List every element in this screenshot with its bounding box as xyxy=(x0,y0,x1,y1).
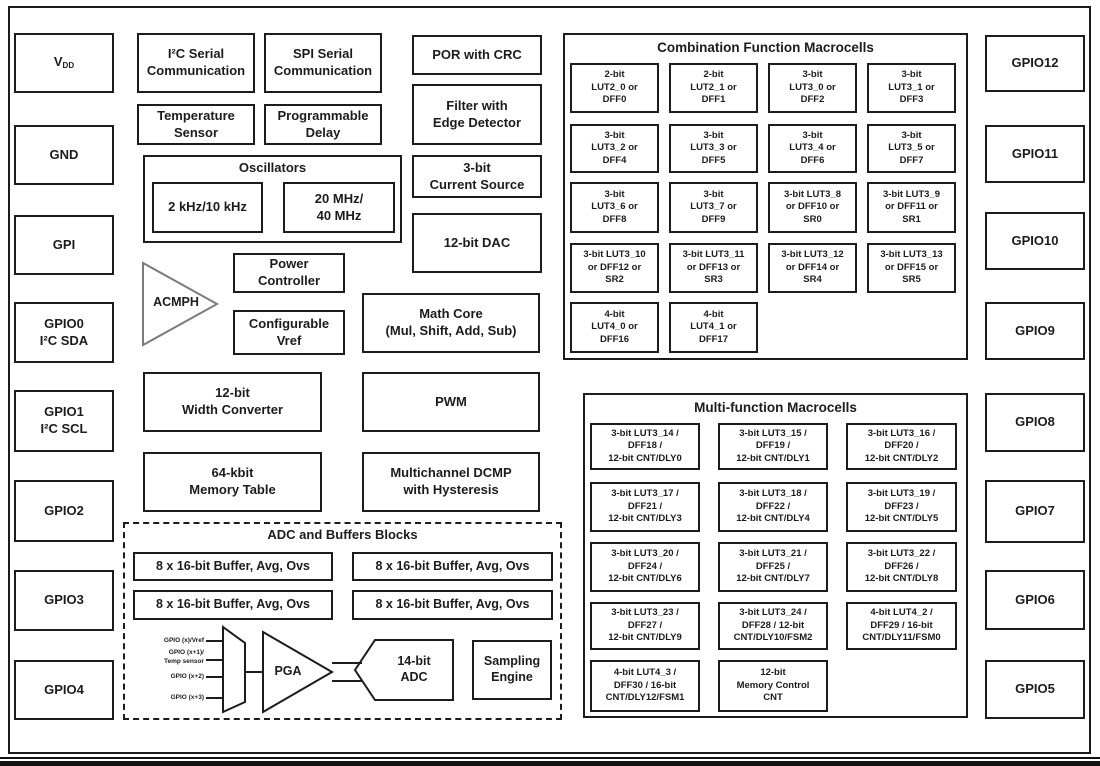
pin-gpio11: GPIO11 xyxy=(985,125,1085,183)
comb-cell: 3-bit LUT3_7 or DFF9 xyxy=(669,182,758,233)
pin-gnd: GND xyxy=(14,125,114,185)
adc-buffer-block: 8 x 16-bit Buffer, Avg, Ovs xyxy=(133,552,333,581)
multi-cell: 3-bit LUT3_22 / DFF26 / 12-bit CNT/DLY8 xyxy=(846,542,957,592)
oscillators-group xyxy=(143,155,402,243)
block-pwm: PWM xyxy=(362,372,540,432)
block-spi-serial: SPI Serial Communication xyxy=(264,33,382,93)
block-dcmp: Multichannel DCMP with Hysteresis xyxy=(362,452,540,512)
multifunction-macrocells-group xyxy=(583,393,968,718)
multi-cell: 3-bit LUT3_19 / DFF23 / 12-bit CNT/DLY5 xyxy=(846,482,957,532)
pin-gpio8: GPIO8 xyxy=(985,393,1085,452)
oscillators-title: Oscillators xyxy=(238,160,307,175)
pga-triangle-icon xyxy=(262,630,334,714)
bottom-rule-thick xyxy=(0,761,1100,766)
multi-cell: 3-bit LUT3_14 / DFF18 / 12-bit CNT/DLY0 xyxy=(590,423,700,470)
adc-buffer-block: 8 x 16-bit Buffer, Avg, Ovs xyxy=(133,590,333,620)
multi-cell: 3-bit LUT3_24 / DFF28 / 12-bit CNT/DLY10… xyxy=(718,602,828,650)
comb-cell: 3-bit LUT3_12 or DFF14 or SR4 xyxy=(768,243,857,293)
pin-gpio2: GPIO2 xyxy=(14,480,114,542)
combination-macrocells-title: Combination Function Macrocells xyxy=(657,40,874,55)
pin-vdd: VDD xyxy=(14,33,114,93)
multi-cell: 3-bit LUT3_21 / DFF25 / 12-bit CNT/DLY7 xyxy=(718,542,828,592)
adc-input-label: GPIO (x)/Vref xyxy=(163,637,204,644)
acmph-triangle-icon xyxy=(142,261,220,347)
block-osc-high: 20 MHz/ 40 MHz xyxy=(283,182,395,233)
pin-gpio1: GPIO1 I²C SCL xyxy=(14,390,114,452)
adc-buffer-block: 8 x 16-bit Buffer, Avg, Ovs xyxy=(352,552,553,581)
comb-cell: 3-bit LUT3_2 or DFF4 xyxy=(570,124,659,173)
block-memory-table: 64-kbit Memory Table xyxy=(143,452,322,512)
adc-buffer-block: 8 x 16-bit Buffer, Avg, Ovs xyxy=(352,590,553,620)
comb-cell: 3-bit LUT3_11 or DFF13 or SR3 xyxy=(669,243,758,293)
block-current-source: 3-bit Current Source xyxy=(412,155,542,198)
pin-gpio0: GPIO0 I²C SDA xyxy=(14,302,114,363)
comb-cell: 3-bit LUT3_10 or DFF12 or SR2 xyxy=(570,243,659,293)
block-prog-delay: Programmable Delay xyxy=(264,104,382,145)
pin-gpio6: GPIO6 xyxy=(985,570,1085,630)
pga-label: PGA xyxy=(274,664,302,678)
comb-cell: 3-bit LUT3_6 or DFF8 xyxy=(570,182,659,233)
multi-cell: 12-bit Memory Control CNT xyxy=(718,660,828,712)
block-i2c-serial: I²C Serial Communication xyxy=(137,33,255,93)
multi-cell: 4-bit LUT4_2 / DFF29 / 16-bit CNT/DLY11/… xyxy=(846,602,957,650)
comb-cell: 3-bit LUT3_3 or DFF5 xyxy=(669,124,758,173)
comb-cell: 3-bit LUT3_0 or DFF2 xyxy=(768,63,857,113)
multi-cell: 3-bit LUT3_23 / DFF27 / 12-bit CNT/DLY9 xyxy=(590,602,700,650)
bottom-rule-thin xyxy=(0,757,1100,759)
pin-gpio9: GPIO9 xyxy=(985,302,1085,360)
block-math-core: Math Core (Mul, Shift, Add, Sub) xyxy=(362,293,540,353)
combination-macrocells-group xyxy=(563,33,968,360)
pin-gpio10: GPIO10 xyxy=(985,212,1085,270)
pin-gpi: GPI xyxy=(14,215,114,275)
adc-label: 14-bit ADC xyxy=(397,654,431,684)
mux-icon xyxy=(222,625,246,714)
block-dac: 12-bit DAC xyxy=(412,213,542,273)
comb-cell: 3-bit LUT3_8 or DFF10 or SR0 xyxy=(768,182,857,233)
adc-input-label: GPIO (x+2) xyxy=(170,673,204,680)
multi-cell: 4-bit LUT4_3 / DFF30 / 16-bit CNT/DLY12/… xyxy=(590,660,700,712)
adc-signal-chain xyxy=(206,625,454,714)
comb-cell: 3-bit LUT3_5 or DFF7 xyxy=(867,124,956,173)
block-osc-low: 2 kHz/10 kHz xyxy=(152,182,263,233)
adc-buffers-title: ADC and Buffers Blocks xyxy=(267,527,418,542)
pin-gpio5: GPIO5 xyxy=(985,660,1085,719)
pin-gpio7: GPIO7 xyxy=(985,480,1085,543)
pin-gpio3: GPIO3 xyxy=(14,570,114,631)
adc-shape-icon xyxy=(353,639,454,701)
multifunction-macrocells-title: Multi-function Macrocells xyxy=(694,400,857,415)
comb-cell: 3-bit LUT3_9 or DFF11 or SR1 xyxy=(867,182,956,233)
block-sampling-engine: Sampling Engine xyxy=(472,640,552,700)
multi-cell: 3-bit LUT3_18 / DFF22 / 12-bit CNT/DLY4 xyxy=(718,482,828,532)
multi-cell: 3-bit LUT3_15 / DFF19 / 12-bit CNT/DLY1 xyxy=(718,423,828,470)
pin-vdd-label: VDD xyxy=(53,54,75,71)
adc-input-label: GPIO (x+1)/ Temp sensor xyxy=(164,649,204,665)
pin-gpio12: GPIO12 xyxy=(985,35,1085,92)
multi-cell: 3-bit LUT3_20 / DFF24 / 12-bit CNT/DLY6 xyxy=(590,542,700,592)
multi-cell: 3-bit LUT3_17 / DFF21 / 12-bit CNT/DLY3 xyxy=(590,482,700,532)
acmph-label: ACMPH xyxy=(153,295,199,309)
comb-cell: 4-bit LUT4_0 or DFF16 xyxy=(570,302,659,353)
block-filter-edge: Filter with Edge Detector xyxy=(412,84,542,145)
comb-cell: 2-bit LUT2_1 or DFF1 xyxy=(669,63,758,113)
comb-cell: 3-bit LUT3_13 or DFF15 or SR5 xyxy=(867,243,956,293)
adc-buffers-group xyxy=(123,522,562,720)
block-width-converter: 12-bit Width Converter xyxy=(143,372,322,432)
comb-cell: 4-bit LUT4_1 or DFF17 xyxy=(669,302,758,353)
block-por-crc: POR with CRC xyxy=(412,35,542,75)
adc-input-label: GPIO (x+3) xyxy=(170,694,204,701)
comb-cell: 2-bit LUT2_0 or DFF0 xyxy=(570,63,659,113)
diagram-border xyxy=(8,6,1091,754)
comb-cell: 3-bit LUT3_4 or DFF6 xyxy=(768,124,857,173)
block-power-controller: Power Controller xyxy=(233,253,345,293)
block-configurable-vref: Configurable Vref xyxy=(233,310,345,355)
pin-gpio4: GPIO4 xyxy=(14,660,114,720)
multi-cell: 3-bit LUT3_16 / DFF20 / 12-bit CNT/DLY2 xyxy=(846,423,957,470)
block-temp-sensor: Temperature Sensor xyxy=(137,104,255,145)
comb-cell: 3-bit LUT3_1 or DFF3 xyxy=(867,63,956,113)
